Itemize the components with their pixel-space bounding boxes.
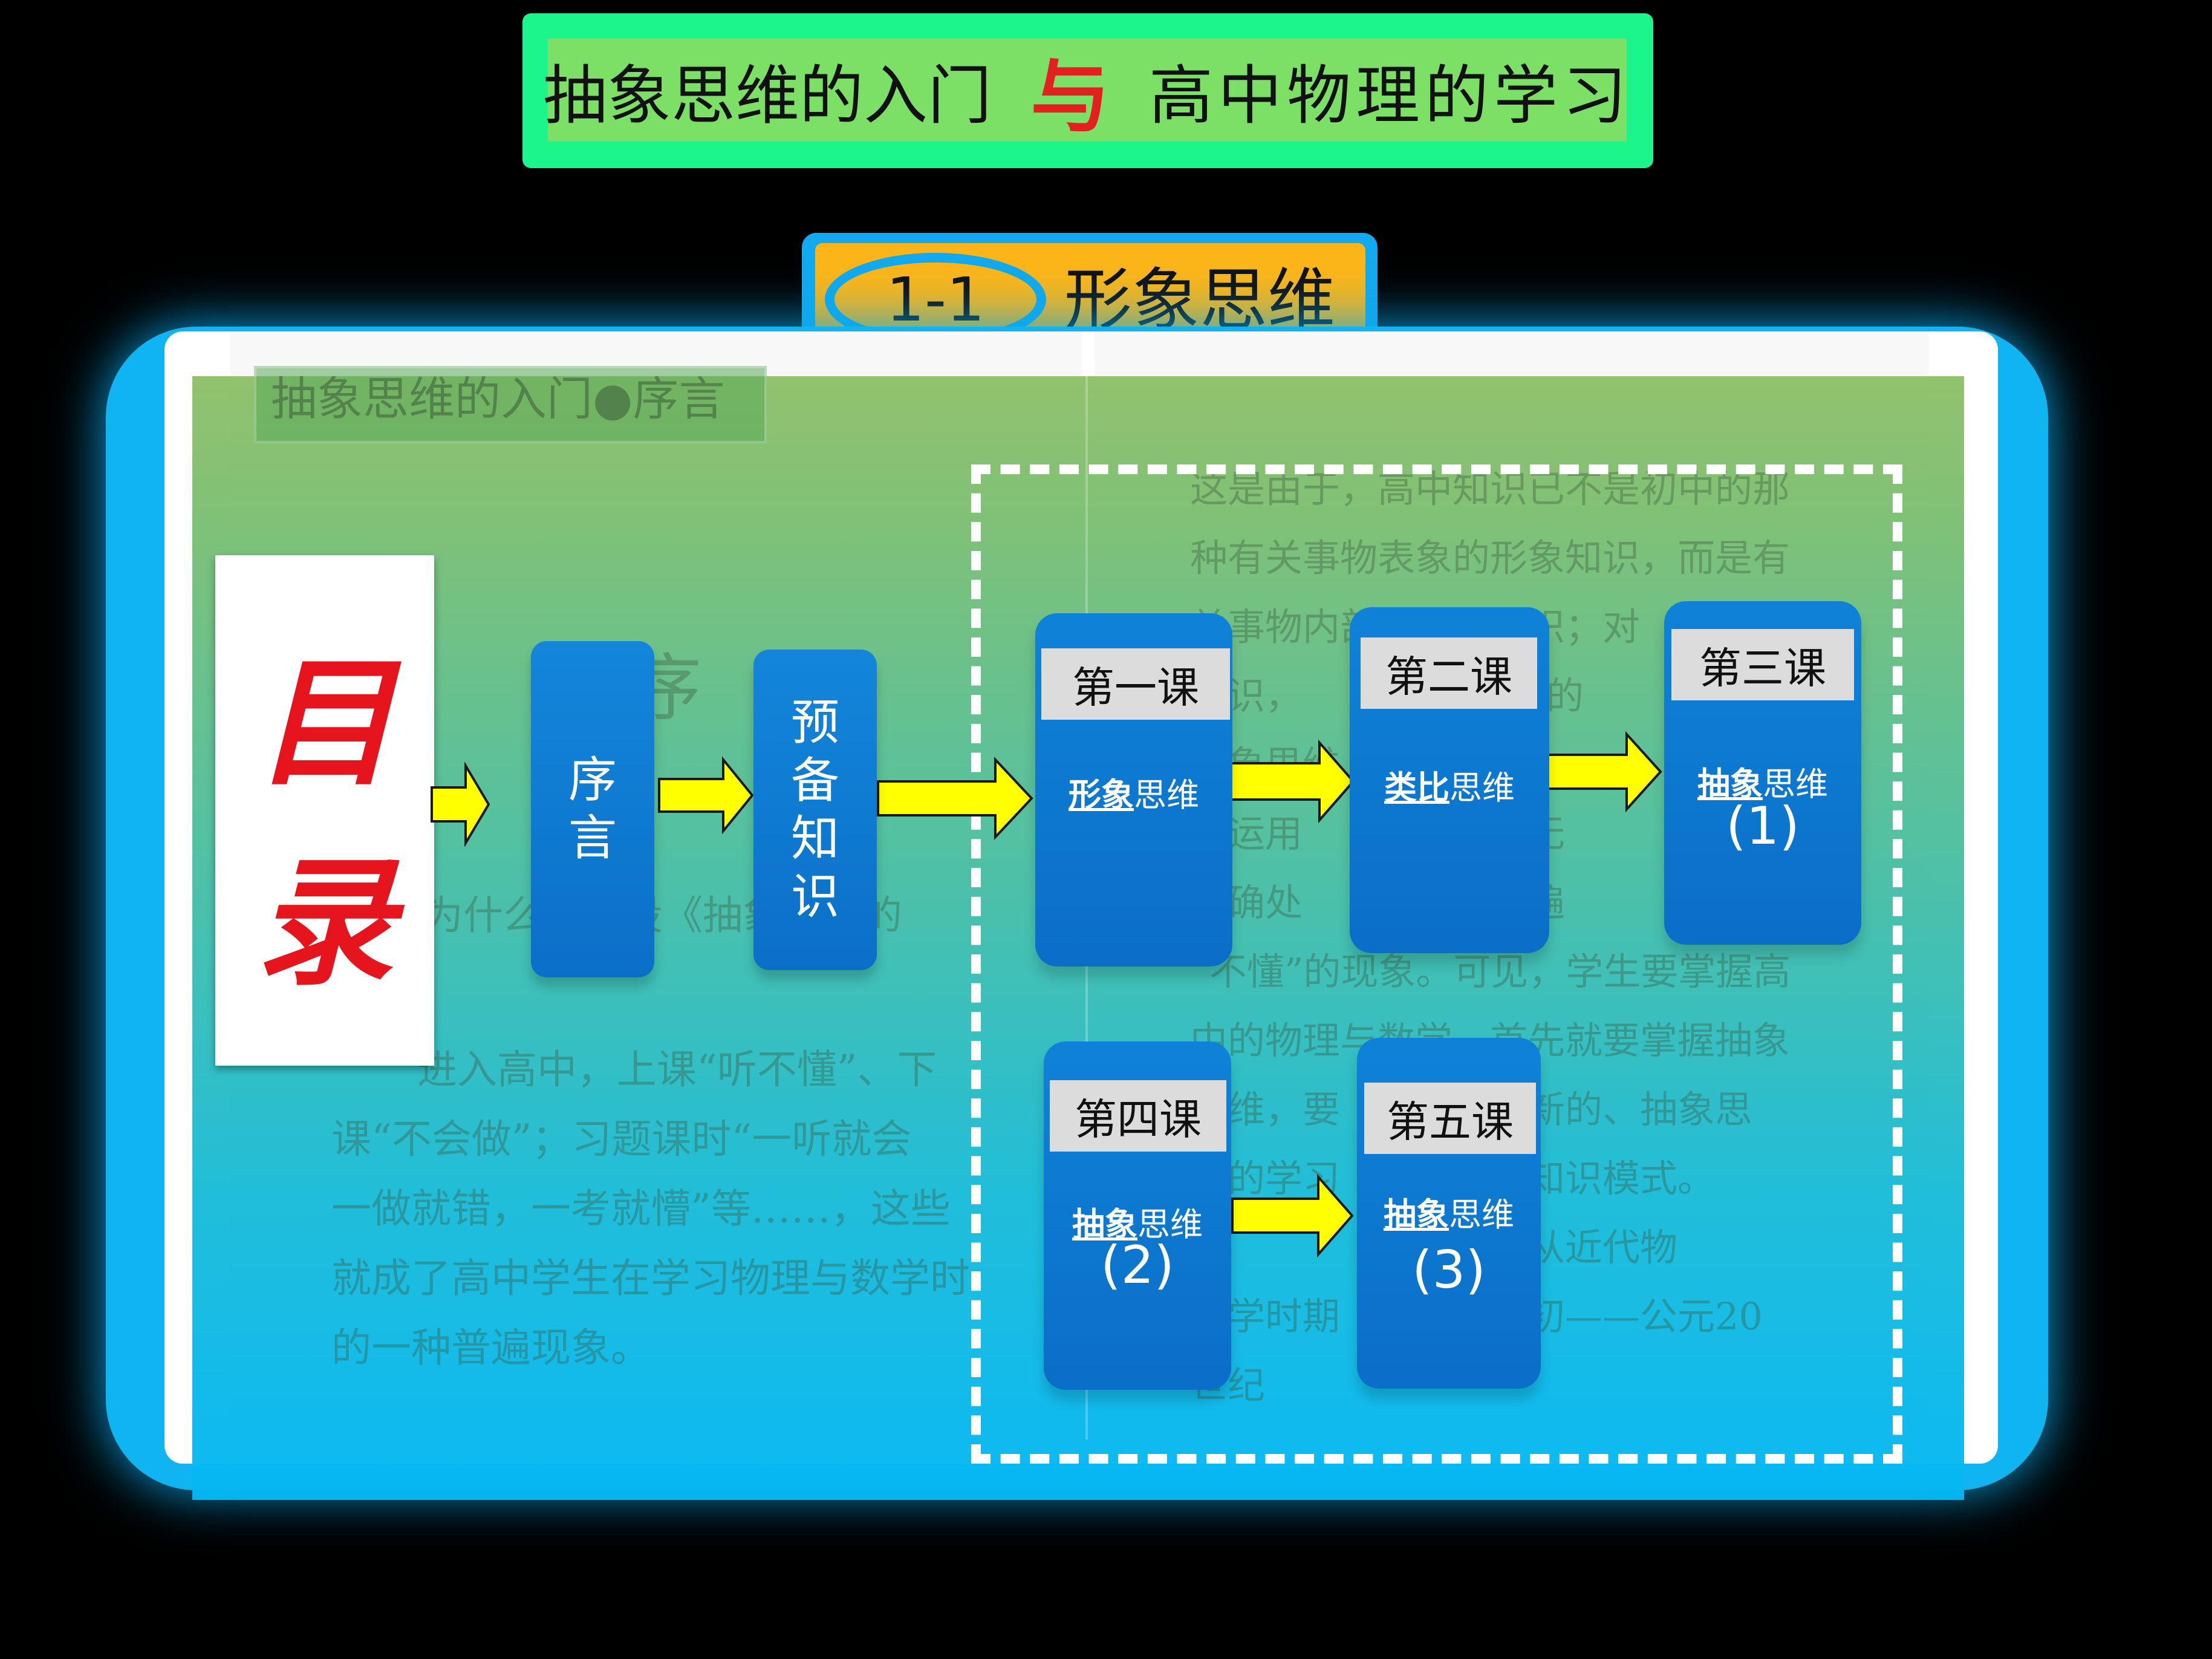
title-banner-inner [548, 39, 1627, 142]
lesson-3-title: 第三课 [1671, 629, 1854, 700]
lesson-2-topic: 类比思维 [1384, 769, 1515, 807]
arrow-right-icon [1546, 731, 1663, 813]
lesson-5-topic: 抽象思维 [1384, 1196, 1514, 1234]
prep-char: 知 [791, 810, 839, 867]
lesson-1-topic: 形象思维 [1069, 776, 1199, 814]
lesson-5-number: (3) [1412, 1240, 1486, 1300]
title-left: 抽象思维的入门 [543, 59, 992, 133]
prep-knowledge-block[interactable] [753, 650, 877, 970]
book-right-line: 种有关事物表象的形象知识，而是有 [1190, 536, 1791, 580]
lesson-3-number: (1) [1726, 796, 1800, 856]
prep-char: 识 [791, 869, 839, 925]
toc-char-lu: 录 [255, 841, 394, 1005]
arrow-right-icon [1231, 1173, 1355, 1258]
lessons-dashed-region [971, 464, 1902, 1464]
lesson-5-title: 第五课 [1364, 1083, 1536, 1154]
prep-char: 预 [791, 694, 839, 751]
lesson-3-topic: 抽象思维 [1697, 765, 1828, 803]
section-number: 1-1 [886, 264, 985, 335]
book-right-line: 这是由于，高中知识已不是初中的那 [1190, 467, 1791, 511]
book-left-line: 进入高中，上课“听不懂”、下 [417, 1046, 937, 1093]
toc-char-mu: 目 [255, 642, 394, 805]
book-left-line: 课“不会做”；习题课时“一听就会 [331, 1116, 912, 1162]
preface-char: 言 [568, 810, 617, 866]
book-right-line: “不懂”的现象。可见，学生要掌握高 [1190, 950, 1791, 994]
lesson-2-title: 第二课 [1361, 637, 1537, 709]
preface-block[interactable] [531, 641, 654, 977]
lesson-1-title: 第一课 [1041, 648, 1230, 720]
title-connector: 与 [1030, 50, 1110, 144]
preface-char: 序 [568, 752, 617, 808]
arrow-right-icon [658, 756, 755, 835]
arrow-right-icon [1229, 739, 1356, 824]
book-left-line: 的一种普遍现象。 [331, 1325, 651, 1371]
book-heading-bar [254, 366, 767, 443]
book-left-line: 一做就错，一考就懵”等……，这些 [331, 1185, 951, 1232]
lesson-4-number: (2) [1101, 1235, 1174, 1296]
prep-char: 备 [791, 752, 839, 809]
prep-knowledge-label: 预 备 知 识 [753, 650, 877, 970]
lesson-4-topic: 抽象思维 [1072, 1205, 1203, 1243]
arrow-right-icon [877, 756, 1034, 841]
table-of-contents-card[interactable] [215, 555, 434, 1066]
page-title: 抽象思维的入门 与 高中物理的学习 [543, 39, 1627, 144]
book-left-line: 就成了高中学生在学习物理与数学时 [331, 1255, 970, 1302]
title-right: 高中物理的学习 [1149, 59, 1631, 133]
arrow-right-icon [431, 762, 491, 847]
book-heading: 抽象思维的入门●序言 [271, 372, 725, 426]
preface-label: 序 言 [531, 641, 654, 977]
lesson-4-title: 第四课 [1050, 1080, 1226, 1152]
